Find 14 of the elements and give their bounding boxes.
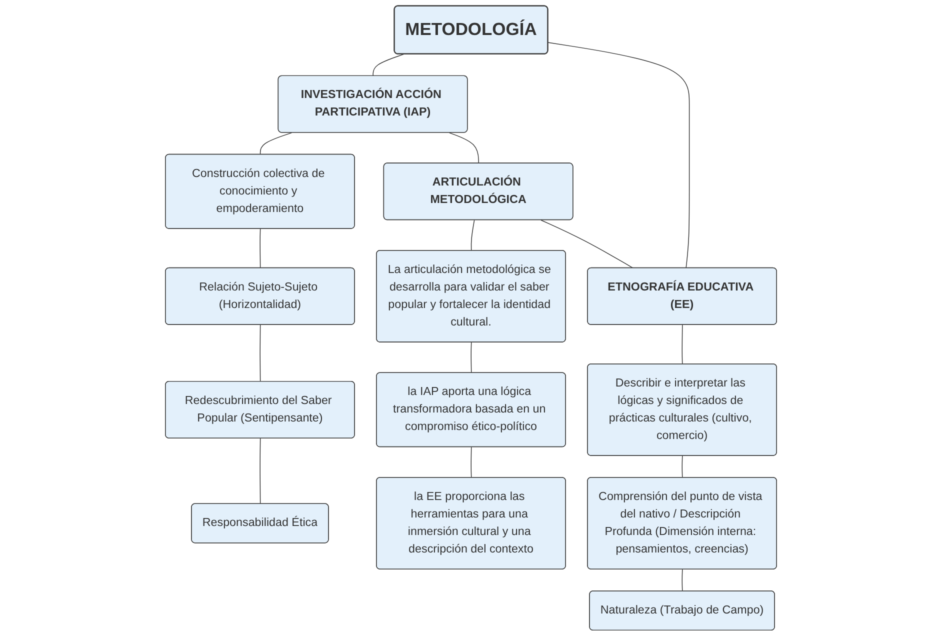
connector: [372, 54, 404, 76]
connector: [470, 220, 475, 252]
connector: [260, 324, 261, 382]
connector: [682, 456, 683, 478]
connector: [682, 324, 683, 365]
connector: [470, 342, 472, 374]
connector: [260, 228, 261, 269]
connector: [260, 132, 292, 155]
connector: [548, 42, 690, 269]
connector: [260, 438, 261, 504]
connector: [682, 569, 683, 592]
connector: [448, 132, 479, 164]
connector: [540, 220, 634, 269]
connector: [470, 446, 472, 478]
